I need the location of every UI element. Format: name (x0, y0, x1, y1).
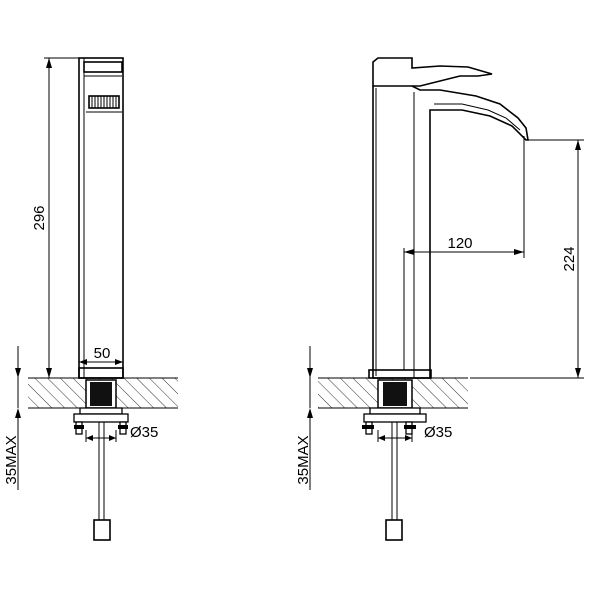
side-deck-label: 35MAX (295, 435, 312, 484)
front-view: 296 50 Ø35 35MAX (3, 57, 178, 541)
front-height-dimension: 296 (31, 57, 84, 378)
side-hole-dimension: Ø35 (377, 424, 452, 442)
side-spout-height-label: 224 (561, 246, 578, 271)
front-deck-label: 35MAX (3, 435, 20, 484)
side-view: 120 224 Ø35 35MAX (295, 57, 584, 541)
front-width-dimension: 50 (79, 345, 123, 365)
front-hole-label: Ø35 (130, 424, 158, 441)
front-faucet-body (78, 57, 124, 379)
side-mount (362, 379, 427, 541)
front-height-label: 296 (31, 205, 48, 230)
side-deck-dimension: 35MAX (295, 346, 313, 490)
front-hole-dimension: Ø35 (85, 424, 158, 442)
front-deck-dimension: 35MAX (3, 346, 21, 490)
side-faucet-body (368, 57, 529, 379)
side-spout-height-dimension: 224 (470, 139, 584, 379)
front-mount (73, 379, 129, 541)
front-width-label: 50 (94, 345, 111, 362)
side-reach-label: 120 (447, 235, 472, 252)
side-reach-dimension: 120 (403, 136, 525, 370)
side-hole-label: Ø35 (424, 424, 452, 441)
